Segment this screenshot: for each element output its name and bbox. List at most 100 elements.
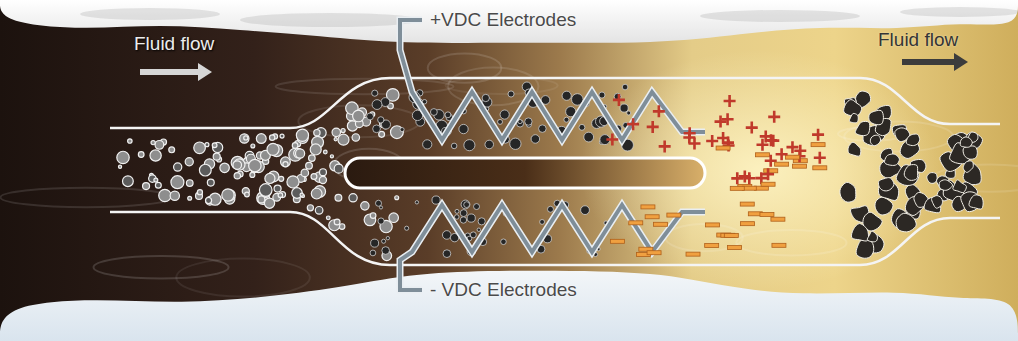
particle-cluster bbox=[932, 196, 943, 209]
flow-arrow-out-head bbox=[954, 53, 968, 71]
particle bbox=[143, 183, 150, 190]
particle bbox=[309, 155, 316, 162]
positive-charge bbox=[724, 95, 736, 107]
fluid-swirl bbox=[0, 188, 171, 207]
particle-cluster bbox=[851, 224, 868, 241]
negative-charge bbox=[755, 153, 769, 157]
particle bbox=[206, 197, 212, 203]
particle-cluster bbox=[906, 134, 920, 146]
particle bbox=[171, 176, 184, 189]
particle-cluster bbox=[848, 142, 861, 156]
positive-electrode bbox=[400, 20, 705, 140]
particle bbox=[531, 135, 540, 144]
particle-cluster bbox=[869, 110, 884, 124]
positive-charge bbox=[647, 121, 659, 133]
particle bbox=[150, 150, 161, 161]
particle bbox=[234, 159, 245, 170]
bottom-surface bbox=[0, 271, 1018, 341]
negative-charge bbox=[686, 252, 700, 256]
particle bbox=[329, 220, 340, 231]
positive-charge bbox=[743, 172, 755, 184]
particle bbox=[430, 109, 437, 116]
negative-charge bbox=[705, 244, 719, 248]
particle-cluster bbox=[878, 178, 894, 191]
agglomerated-particles bbox=[840, 91, 983, 258]
negative-charge bbox=[811, 143, 825, 147]
particle bbox=[500, 110, 509, 119]
particle bbox=[296, 129, 308, 141]
particle bbox=[306, 162, 313, 169]
particle bbox=[283, 162, 288, 167]
fluid-swirl bbox=[665, 224, 742, 251]
particle bbox=[620, 104, 628, 112]
particle-cluster bbox=[953, 180, 967, 193]
positive-charge bbox=[756, 139, 768, 151]
particle bbox=[442, 231, 451, 240]
flow-arrow-out bbox=[902, 59, 956, 65]
particle bbox=[213, 153, 220, 160]
surface-wisp bbox=[240, 13, 420, 27]
particle bbox=[278, 193, 283, 198]
particle-cluster bbox=[867, 231, 877, 242]
negative-charge bbox=[654, 222, 668, 226]
particle bbox=[256, 134, 266, 144]
negative-charge bbox=[645, 215, 659, 219]
positive-charge bbox=[715, 116, 727, 128]
particle bbox=[234, 173, 240, 179]
negative-charge bbox=[772, 243, 786, 247]
flow-label: Fluid flow bbox=[134, 33, 214, 55]
particle bbox=[432, 196, 440, 204]
particle-cluster bbox=[960, 137, 972, 147]
negative-charge bbox=[705, 223, 719, 227]
particle bbox=[155, 182, 161, 188]
particle bbox=[265, 173, 275, 183]
pipe-wall-top bbox=[110, 78, 1000, 128]
particle bbox=[455, 209, 459, 213]
particle bbox=[539, 125, 547, 133]
particle bbox=[222, 189, 234, 201]
particle bbox=[319, 176, 326, 183]
particle bbox=[501, 239, 507, 245]
particle-cluster bbox=[963, 146, 977, 159]
particle bbox=[320, 169, 327, 176]
negative-electrode bbox=[400, 205, 705, 290]
particle bbox=[627, 111, 631, 115]
particle-cluster bbox=[896, 213, 916, 232]
positive-charge bbox=[613, 94, 625, 106]
fluid-swirl bbox=[446, 77, 558, 94]
particle bbox=[599, 92, 605, 98]
particle bbox=[415, 201, 418, 204]
particle bbox=[454, 215, 459, 220]
particle bbox=[249, 159, 261, 171]
fluid-swirl bbox=[844, 122, 953, 152]
particle bbox=[423, 140, 432, 149]
particle bbox=[405, 226, 409, 230]
surface-wisp bbox=[80, 8, 220, 20]
particle bbox=[372, 100, 382, 110]
particle bbox=[361, 202, 369, 210]
flow-arrow-in bbox=[140, 69, 200, 75]
particle bbox=[579, 124, 585, 130]
positive-charge bbox=[717, 132, 729, 144]
positive-charge bbox=[767, 135, 779, 147]
particle bbox=[280, 134, 284, 138]
particle bbox=[341, 128, 345, 132]
particle bbox=[155, 140, 164, 149]
particle bbox=[123, 176, 134, 187]
negative-charge bbox=[647, 251, 661, 255]
negative-charge bbox=[716, 146, 730, 150]
particle bbox=[334, 219, 340, 225]
particle bbox=[233, 161, 242, 170]
positive-charge bbox=[706, 135, 718, 147]
particle bbox=[300, 193, 303, 196]
particle-cluster bbox=[927, 173, 937, 184]
negative-charge bbox=[667, 213, 681, 217]
particle bbox=[338, 134, 349, 145]
particle bbox=[378, 117, 384, 123]
particle bbox=[395, 196, 399, 200]
negative-charge bbox=[728, 246, 742, 250]
particle bbox=[220, 163, 229, 172]
particle bbox=[508, 91, 514, 97]
negative-charge bbox=[730, 186, 744, 190]
particle-cluster bbox=[840, 182, 856, 202]
